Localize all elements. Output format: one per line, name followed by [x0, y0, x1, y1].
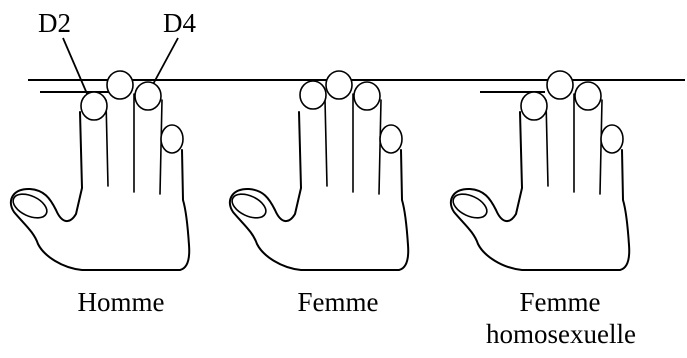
- caption-femme: Femme: [298, 287, 379, 317]
- finger-gap-1: [546, 100, 548, 186]
- d3-nail: [326, 71, 352, 99]
- finger-gap-1: [106, 100, 108, 186]
- hand-femme-homosexuelle: [449, 71, 629, 270]
- d2-nail: [81, 92, 107, 120]
- d4-label: D4: [163, 8, 196, 38]
- finger-gap-1: [325, 100, 327, 186]
- d2-nail: [521, 92, 547, 120]
- d4-nail: [575, 82, 601, 110]
- d5-nail: [601, 125, 623, 153]
- caption-femme-homosexuelle-line1: Femme: [520, 287, 601, 317]
- caption-homme: Homme: [78, 287, 165, 317]
- d2-label: D2: [38, 8, 71, 38]
- d5-nail: [380, 125, 402, 153]
- finger-gap-3: [160, 100, 162, 194]
- hand-homme: [9, 71, 189, 270]
- d4-nail: [354, 82, 380, 110]
- finger-gap-3: [379, 100, 381, 194]
- d2-nail: [300, 81, 326, 109]
- hands-group: [9, 71, 629, 270]
- hand-femme: [228, 71, 408, 270]
- caption-femme-homosexuelle-line2: homosexuelle: [486, 319, 636, 349]
- d2-pointer: [63, 38, 88, 96]
- d4-nail: [135, 82, 161, 110]
- finger-gap-3: [600, 100, 602, 194]
- d5-nail: [161, 125, 183, 153]
- d3-nail: [107, 71, 133, 99]
- d3-nail: [547, 71, 573, 99]
